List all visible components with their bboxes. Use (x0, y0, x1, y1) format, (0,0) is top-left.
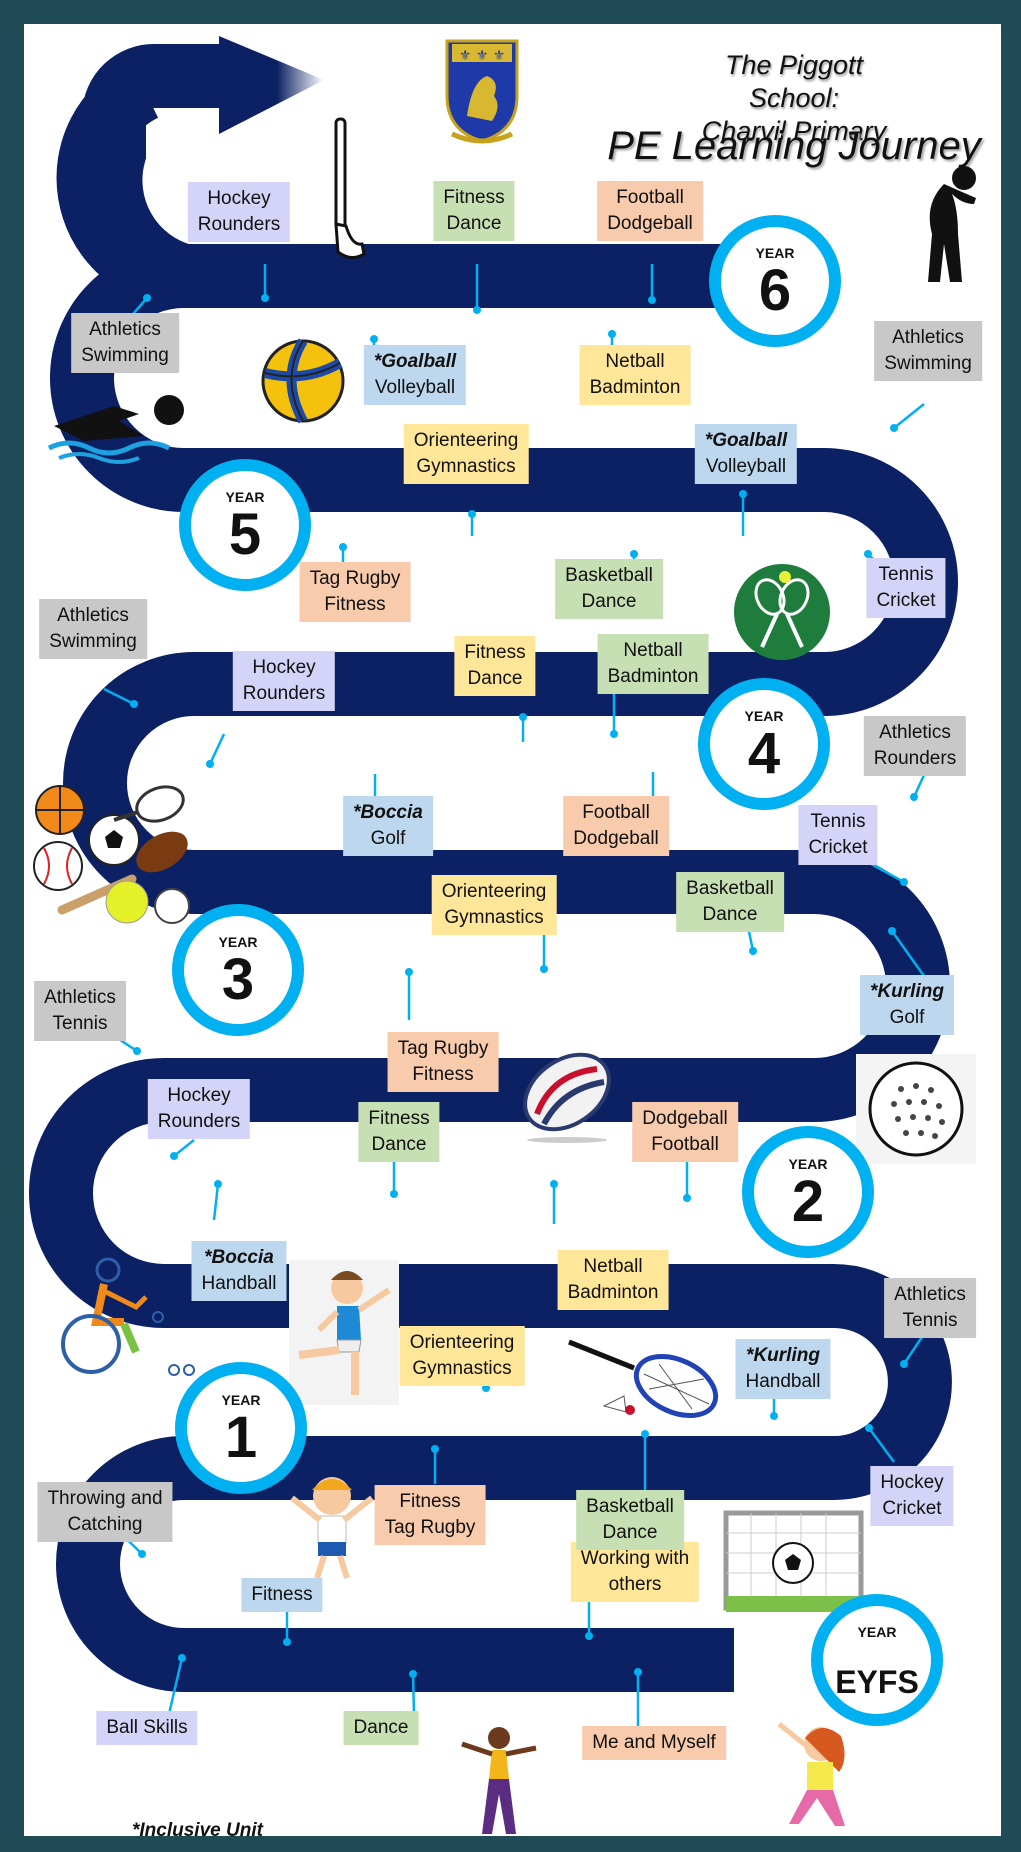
badge-label: YEAR (218, 934, 258, 950)
year-badge-5: YEAR 5 (179, 459, 311, 591)
swimmer-icon (47, 395, 184, 464)
year-badge-3: YEAR 3 (172, 904, 304, 1036)
unit-dance: Dance (343, 1711, 419, 1745)
badge-label: YEAR (755, 245, 795, 261)
badge-label: YEAR (744, 708, 784, 724)
year-badge-6: YEAR 6 (709, 215, 841, 347)
badge-value: 5 (228, 502, 262, 567)
journey-canvas: The Piggott School: Charvil Primary PE L… (24, 24, 1001, 1841)
title-line-1: The Piggott School: (724, 50, 864, 113)
gymnast-boy-icon (289, 1260, 399, 1405)
badge-label: YEAR (857, 1624, 897, 1640)
svg-text:⚜ ⚜ ⚜: ⚜ ⚜ ⚜ (459, 48, 506, 64)
badminton-racket-icon (568, 1339, 719, 1419)
badge-label: YEAR (788, 1156, 828, 1172)
jumping-child-icon (290, 1477, 374, 1579)
stretching-person-icon (928, 166, 976, 282)
year-badge-4: YEAR 4 (698, 678, 830, 810)
school-crest-icon: ⚜ ⚜ ⚜ (445, 39, 519, 144)
badge-value: EYFS (835, 1664, 919, 1700)
golf-ball-icon (856, 1054, 976, 1164)
badge-value: 4 (747, 721, 781, 786)
unit-ball-skills: Ball Skills (96, 1711, 198, 1745)
tennis-rackets-icon (734, 564, 830, 660)
year-badge-eyfs: YEAR EYFS (811, 1594, 943, 1726)
road-left-top (78, 43, 224, 307)
school-name: The Piggott School: Charvil Primary (691, 49, 898, 148)
badge-label: YEAR (225, 489, 265, 505)
volleyball-icon (261, 338, 345, 424)
rugby-ball-icon (523, 1052, 611, 1143)
inclusive-unit-footnote: *Inclusive Unit (132, 1820, 263, 1841)
dancer-icon (461, 1727, 537, 1834)
football-goal-icon (723, 1510, 864, 1612)
year-badge-2: YEAR 2 (742, 1126, 874, 1258)
badge-value: 3 (221, 947, 255, 1012)
unit-fitness: Fitness (241, 1578, 323, 1612)
sports-balls-icon (33, 785, 190, 924)
badge-value: 6 (758, 258, 792, 323)
title-line-2: Charvil Primary (701, 116, 887, 146)
badge-label: YEAR (221, 1392, 261, 1408)
hockey-stick-icon (334, 117, 366, 259)
year-badge-1: YEAR 1 (175, 1362, 307, 1494)
badge-value: 2 (791, 1169, 825, 1234)
page-title: PE Learning Journey (607, 124, 981, 168)
badge-value: 1 (224, 1405, 258, 1470)
stretching-girl-icon (777, 1722, 845, 1826)
start-arrow-head (219, 36, 324, 134)
boccia-player-icon (61, 1257, 195, 1376)
unit-me-and-myself: Me and Myself (582, 1726, 726, 1760)
